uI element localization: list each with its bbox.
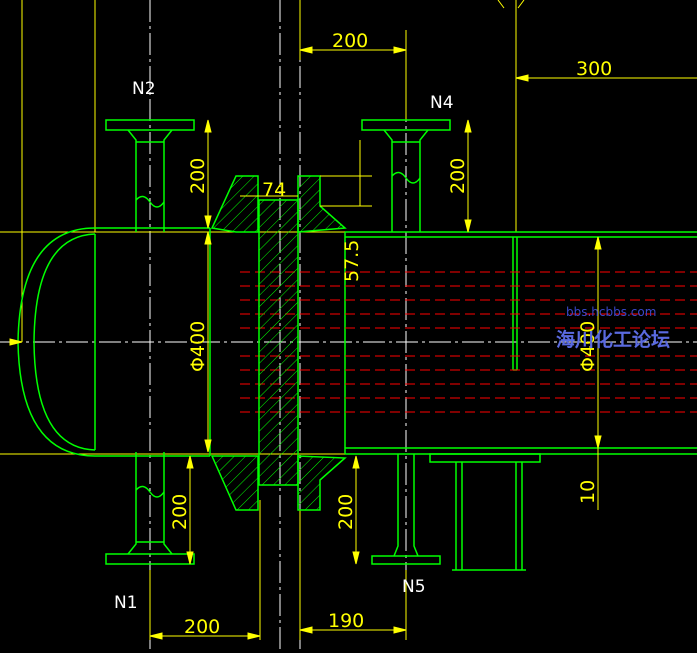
label-n2: N2 <box>132 79 156 99</box>
nozzle-n1 <box>105 452 195 565</box>
dim-n4-height: 200 <box>447 158 469 194</box>
label-n4: N4 <box>430 93 454 113</box>
dim-top-right: 300 <box>576 58 612 80</box>
dim-bottom-right: 190 <box>328 610 364 632</box>
nozzle-n5 <box>371 454 441 565</box>
label-n1: N1 <box>114 593 138 613</box>
label-n5: N5 <box>402 577 426 597</box>
tubesheet-assembly <box>210 175 347 511</box>
dim-left-diameter: Φ400 <box>187 321 209 372</box>
tube-bundle <box>240 271 697 413</box>
dim-baffle-gap: 10 <box>577 480 599 504</box>
dim-tubesheet: 74 <box>262 179 286 201</box>
dim-flange-height: 57.5 <box>341 240 363 282</box>
nozzle-n4 <box>361 119 451 232</box>
dim-top-left: 200 <box>332 30 368 52</box>
watermark-url: bbs.hcbbs.com <box>566 305 656 319</box>
watermark-text: 海川化工论坛 <box>556 328 670 351</box>
dim-n2-height: 200 <box>187 158 209 194</box>
shell-outline <box>17 227 697 571</box>
dim-bottom-left: 200 <box>184 616 220 638</box>
dim-n1-height: 200 <box>169 494 191 530</box>
dim-n5-height: 200 <box>335 494 357 530</box>
dim-right-diameter: Φ400 <box>577 321 599 372</box>
nozzle-n2 <box>105 119 195 232</box>
dimension-lines <box>9 46 697 640</box>
